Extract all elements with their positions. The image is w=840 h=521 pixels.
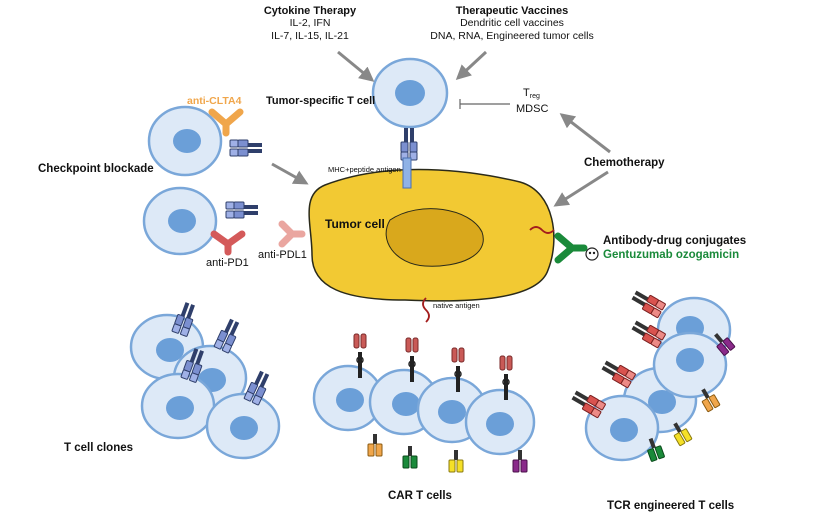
vaccines-line1: Dendritic cell vaccines: [460, 17, 564, 29]
native-antigen-squiggle: [422, 297, 430, 323]
chemotherapy-label: Chemotherapy: [584, 157, 665, 169]
cytokine-arrow: [337, 50, 375, 82]
tumor-specific-label: Tumor-specific T cell: [266, 95, 375, 107]
anti-clta4-antibody: [208, 108, 244, 137]
car-t-cells-label: CAR T cells: [388, 490, 452, 502]
treg-label: Treg: [523, 87, 540, 100]
tcr-engineered-label: TCR engineered T cells: [607, 500, 734, 512]
native-antigen-label: native antigen: [433, 301, 480, 310]
anti-pd1-antibody: [210, 230, 246, 256]
t-cell-clones-label: T cell clones: [64, 442, 133, 454]
car-t-cells-group: [312, 333, 536, 473]
tcr-engineered-cells-group: [569, 287, 736, 462]
anti-pdl1-antibody: [278, 220, 306, 248]
vaccines-title: Therapeutic Vaccines: [456, 5, 569, 17]
vaccine-arrow: [455, 50, 488, 81]
t-cell-clones-group: [129, 300, 281, 460]
tumor-cell-label: Tumor cell: [325, 217, 385, 231]
chemo-to-treg-arrow: [559, 113, 611, 154]
adc-antibody: [554, 232, 599, 264]
cytokine-title: Cytokine Therapy: [264, 5, 357, 17]
anti-clta4-label: anti-CLTA4: [187, 95, 242, 107]
anti-pdl1-label: anti-PDL1: [258, 249, 307, 261]
tumor-antigen-squiggle: [529, 226, 555, 234]
mhc-peptide-antigen: [402, 157, 412, 189]
cytokine-line2: IL-7, IL-15, IL-21: [271, 30, 349, 42]
checkpoint-blockade-label: Checkpoint blockade: [38, 163, 154, 175]
vaccines-line2: DNA, RNA, Engineered tumor cells: [430, 30, 593, 42]
checkpoint-t-cell-lower: [142, 186, 259, 256]
chemo-to-tumor-arrow: [553, 170, 609, 207]
checkpoint-arrow: [271, 162, 309, 185]
adc-title: Antibody-drug conjugates: [603, 235, 746, 247]
adc-drug-name: Gentuzumab ozogamicin: [603, 249, 739, 261]
tumor-specific-t-cell: [371, 57, 449, 161]
mdsc-label: MDSC: [516, 103, 548, 115]
cytokine-line1: IL-2, IFN: [290, 17, 331, 29]
tumor-nucleus: [385, 208, 484, 267]
checkpoint-t-cell-upper: [147, 105, 263, 177]
anti-pd1-label: anti-PD1: [206, 257, 249, 269]
skull-icon: [585, 247, 599, 261]
mhc-peptide-label: MHC+peptide antigen: [328, 165, 401, 174]
